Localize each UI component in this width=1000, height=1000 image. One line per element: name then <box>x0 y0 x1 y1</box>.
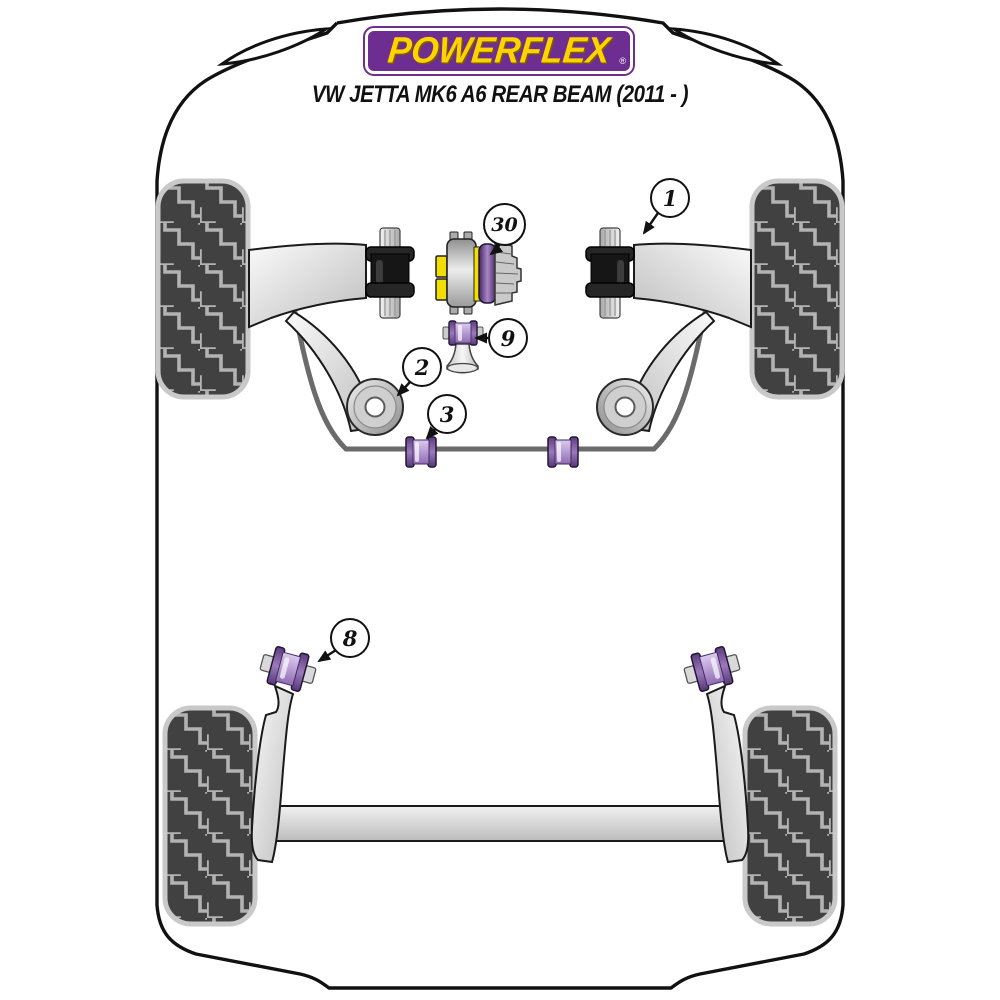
anti-roll-bar-bushing-right <box>547 436 579 468</box>
callout-arrow-8 <box>317 648 337 663</box>
registered-mark: ® <box>619 56 626 66</box>
powerflex-logo: POWERFLEX ® <box>363 26 635 76</box>
callout-2-front-arm-rear-bushing: 2 <box>402 347 442 387</box>
wheel-front-left <box>158 181 248 397</box>
headlight-left-icon <box>216 27 332 66</box>
mount-insert-30 <box>435 231 522 315</box>
callout-3-anti-roll-bar-bushing: 3 <box>427 394 467 434</box>
wheel-front-right <box>752 181 842 397</box>
powerflex-logo-text: POWERFLEX <box>386 30 613 71</box>
trailing-arm-front-bushing <box>256 642 320 696</box>
trailing-arm <box>250 684 295 864</box>
rear-trailing-arm-assembly-left <box>250 642 320 864</box>
cone-bushing-9 <box>442 320 484 374</box>
front-arm-rear-bushing <box>346 378 404 436</box>
callout-arrow-2 <box>396 381 411 397</box>
headlight-right-icon <box>668 27 784 66</box>
callout-1-front-arm-front-bushing: 1 <box>650 178 690 218</box>
front-arm <box>248 242 367 329</box>
wheel-rear-right <box>745 708 835 924</box>
car-body-outline <box>155 7 845 990</box>
callout-arrow-1 <box>642 212 659 235</box>
rear-beam <box>269 805 731 842</box>
callout-9-cone-bushing: 9 <box>488 318 528 358</box>
anti-roll-bar <box>290 300 710 452</box>
diagram-subtitle: VW JETTA MK6 A6 REAR BEAM (2011 - ) <box>311 81 689 108</box>
front-arm-assembly-left <box>248 227 415 436</box>
front-arm-assembly-right <box>585 227 752 436</box>
wheel-rear-left <box>165 708 255 924</box>
callout-8-rear-beam-bushing: 8 <box>330 618 370 658</box>
anti-roll-bar-bushing-left <box>405 436 437 468</box>
callout-30-mount-insert: 30 <box>483 203 526 246</box>
front-arm-front-bushing <box>365 227 415 319</box>
